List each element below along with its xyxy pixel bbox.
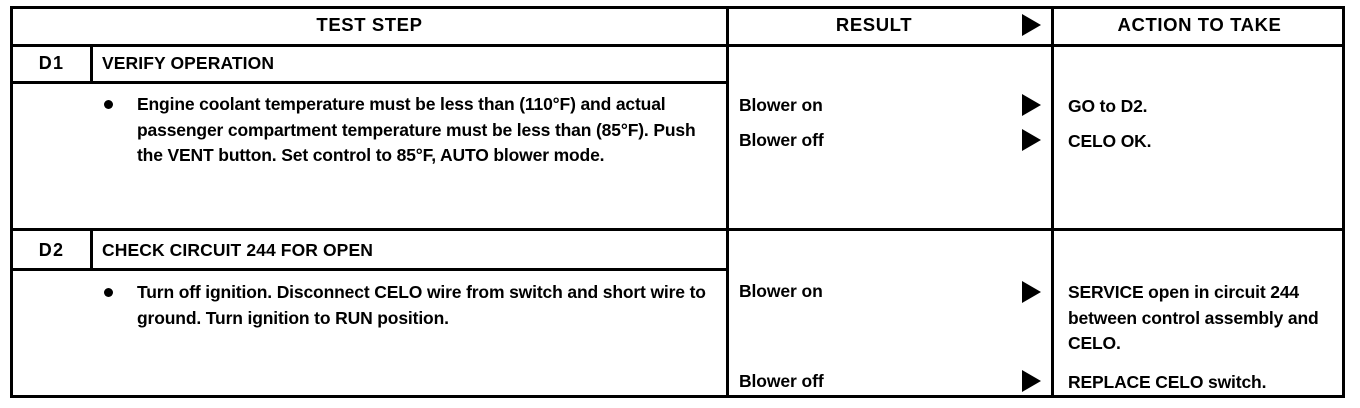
step-instruction-d2: Turn off ignition. Disconnect CELO wire … bbox=[137, 282, 706, 328]
header-right-triangle-icon bbox=[1022, 14, 1041, 36]
action-d1-outcome-1-suffix: . bbox=[1142, 96, 1148, 116]
bullet-dot-icon-d1 bbox=[104, 100, 113, 109]
step-separator-rule bbox=[10, 228, 1345, 231]
column-divider-result-action bbox=[1051, 6, 1054, 398]
bullet-dot-icon-d2 bbox=[104, 288, 113, 297]
step-id-d2: D2 bbox=[38, 240, 65, 260]
step-id-d1: D1 bbox=[38, 53, 65, 73]
arrow-icon-d1-outcome-2 bbox=[1022, 129, 1041, 151]
action-d2-outcome-2: REPLACE CELO switch. bbox=[1068, 372, 1267, 392]
action-d1-outcome-2: CELO OK. bbox=[1068, 131, 1152, 151]
table-outer-border bbox=[10, 6, 1345, 398]
action-d2-outcome-1: SERVICE open in circuit 244 between cont… bbox=[1068, 282, 1319, 353]
arrow-icon-d2-outcome-1 bbox=[1022, 281, 1041, 303]
column-header-action-to-take: ACTION TO TAKE bbox=[1117, 14, 1282, 35]
column-header-result: RESULT bbox=[835, 14, 913, 35]
action-d1-outcome-1-step-ref: D2 bbox=[1120, 96, 1143, 116]
d2-title-bottom-rule bbox=[10, 268, 729, 271]
action-d1-outcome-1: GO to D2. bbox=[1068, 94, 1338, 120]
column-header-test-step: TEST STEP bbox=[316, 14, 423, 35]
action-d1-outcome-1-prefix: GO to bbox=[1068, 96, 1121, 116]
result-d2-outcome-2: Blower off bbox=[739, 371, 824, 391]
result-d1-outcome-2: Blower off bbox=[739, 130, 824, 150]
column-divider-teststep-result bbox=[726, 6, 729, 398]
d1-title-bottom-rule bbox=[10, 81, 729, 84]
step-instruction-d1: Engine coolant temperature must be less … bbox=[137, 94, 696, 165]
step-title-d2: CHECK CIRCUIT 244 FOR OPEN bbox=[102, 240, 373, 260]
result-d2-outcome-1: Blower on bbox=[739, 281, 823, 301]
step-id-divider-d2 bbox=[90, 231, 93, 270]
arrow-icon-d2-outcome-2 bbox=[1022, 370, 1041, 392]
step-title-d1: VERIFY OPERATION bbox=[102, 53, 275, 73]
result-d1-outcome-1: Blower on bbox=[739, 95, 823, 115]
step-id-divider-d1 bbox=[90, 44, 93, 81]
header-bottom-rule bbox=[10, 44, 1345, 47]
arrow-icon-d1-outcome-1 bbox=[1022, 94, 1041, 116]
